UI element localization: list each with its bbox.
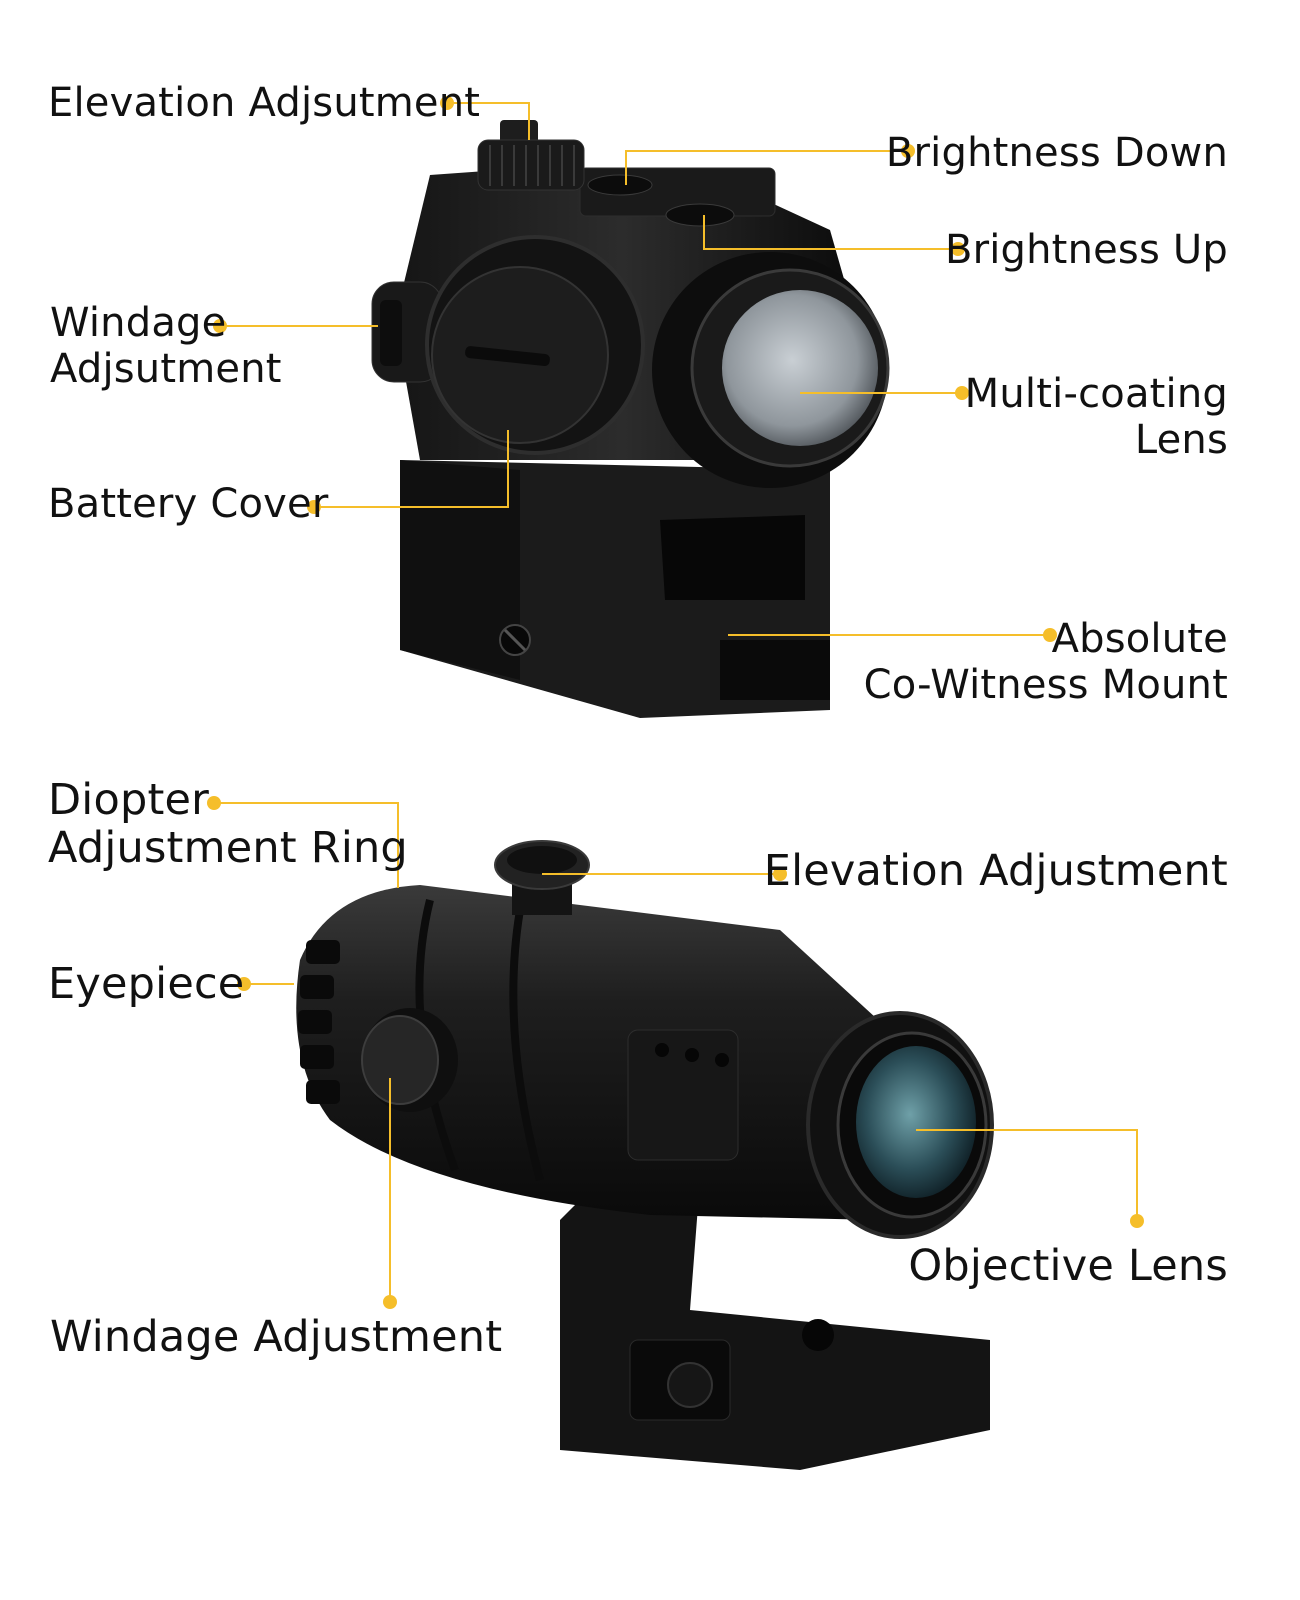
label-windage-line1: Windage: [50, 300, 227, 346]
callout-dot-objective: [1130, 1214, 1144, 1228]
label-magnifier-windage-adjustment: Windage Adjustment: [50, 1312, 503, 1362]
callout-dot-mag-windage: [383, 1295, 397, 1309]
label-absolute-co-witness-mount: Absolute Co-Witness Mount: [864, 616, 1228, 708]
callout-dot-battery: [307, 500, 321, 514]
label-mount-line1: Absolute: [1051, 616, 1228, 662]
callout-line-brightness-up: [703, 215, 958, 250]
brightness-up-button: [665, 203, 735, 227]
callout-dot-windage: [213, 319, 227, 333]
label-diopter-adjustment-ring: Diopter Adjustment Ring: [48, 776, 408, 872]
callout-dot-diopter: [207, 796, 221, 810]
label-brightness-down: Brightness Down: [885, 130, 1228, 176]
callout-dot-elevation: [440, 96, 454, 110]
callout-line-objective: [916, 1129, 1138, 1221]
objective-lens: [856, 1046, 976, 1198]
brightness-down-button: [587, 174, 653, 196]
callout-dot-mount: [1043, 628, 1057, 642]
callout-line-battery: [314, 430, 509, 508]
magnifier-image: [296, 840, 994, 1470]
callout-dot-eyepiece: [237, 977, 251, 991]
multi-coating-lens: [722, 290, 878, 446]
callout-lines: [214, 102, 1138, 1302]
callout-line-elevation: [447, 102, 530, 140]
label-magnifier-elevation-adjustment: Elevation Adjustment: [763, 846, 1228, 896]
label-battery-cover: Battery Cover: [48, 481, 329, 527]
callout-line-diopter: [214, 802, 399, 888]
label-brightness-up: Brightness Up: [944, 227, 1228, 273]
label-lens-line2: Lens: [1134, 417, 1228, 463]
label-multi-coating-lens: Multi-coating Lens: [965, 371, 1228, 463]
callout-dot-lens: [955, 386, 969, 400]
elevation-turret: [477, 139, 585, 191]
callout-dot-brightness-up: [951, 242, 965, 256]
label-objective-lens: Objective Lens: [908, 1241, 1228, 1291]
red-dot-sight-image: [371, 120, 890, 718]
label-mount-line2: Co-Witness Mount: [863, 662, 1228, 708]
callout-dots: [207, 96, 1144, 1309]
callout-line-brightness-down: [625, 150, 908, 185]
label-lens-line1: Multi-coating: [964, 371, 1228, 417]
magnifier-windage-knob: [361, 1015, 439, 1105]
callout-dot-brightness-down: [901, 144, 915, 158]
label-elevation-adjustment: Elevation Adjsutment: [48, 80, 481, 126]
label-windage-adjustment: Windage Adjsutment: [50, 300, 282, 392]
label-windage-line2: Adjsutment: [50, 346, 282, 392]
label-eyepiece: Eyepiece: [48, 959, 245, 1009]
label-diopter-line1: Diopter: [48, 775, 210, 825]
label-diopter-line2: Adjustment Ring: [48, 823, 408, 873]
callout-dot-mag-elevation: [773, 867, 787, 881]
